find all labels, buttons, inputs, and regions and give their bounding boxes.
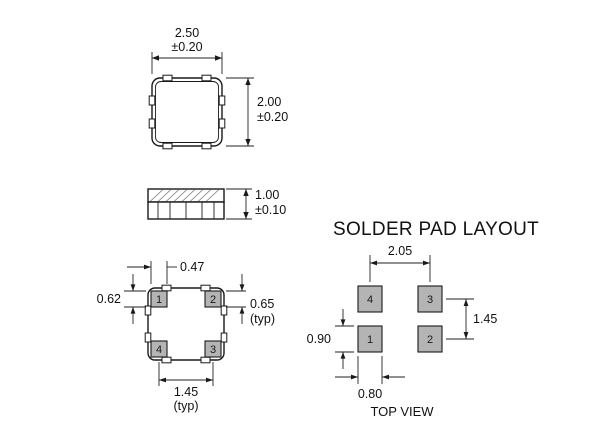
dimension-bottom-pad-height-left: 0.62	[97, 274, 146, 324]
castellation-tab	[162, 142, 173, 150]
dimension-solder-pad-height: 0.90	[307, 309, 354, 369]
dim-pad-height-left-value: 0.62	[97, 292, 121, 306]
arrowhead	[463, 332, 469, 339]
dimension-body-width: 2.50 ±0.20	[151, 26, 223, 74]
dim-solder-pad-width-value: 0.80	[358, 387, 382, 401]
arrowhead	[159, 377, 166, 383]
package-bottom-view: 1 2 4 3 0.47 0.62	[97, 260, 275, 413]
dim-width-tolerance: ±0.20	[171, 40, 202, 54]
dim-pad-height-right-qualifier: (typ)	[250, 312, 275, 326]
bottom-pad-3	[204, 340, 222, 358]
solder-pad-layout-title: SOLDER PAD LAYOUT	[333, 219, 539, 240]
dim-width-value: 2.50	[175, 26, 199, 40]
solder-pad-1	[357, 325, 383, 353]
arrowhead	[130, 307, 136, 314]
package-side-view: 1.00 ±0.10	[147, 188, 286, 220]
dim-height-value: 2.00	[257, 95, 281, 109]
dim-side-height-value: 1.00	[255, 188, 279, 202]
castellation-tab	[144, 305, 152, 316]
arrowhead	[243, 189, 249, 196]
arrowhead	[245, 139, 251, 146]
bottom-pad-1-number: 1	[156, 294, 162, 306]
castellation-tab	[148, 118, 156, 129]
bottom-pad-2	[204, 290, 222, 308]
solder-pad-2-number: 2	[427, 334, 433, 346]
dim-horizontal-pitch-value: 2.05	[388, 244, 412, 258]
hatch-line	[189, 189, 204, 202]
castellation-tab	[218, 118, 226, 129]
hatch-line	[205, 189, 220, 202]
arrowhead	[130, 284, 136, 291]
dim-solder-pad-height-value: 0.90	[307, 332, 331, 346]
dim-pad-width-value: 0.47	[180, 260, 204, 274]
arrowhead	[340, 352, 346, 359]
castellation-tab	[200, 356, 211, 364]
solder-pad-layout: SOLDER PAD LAYOUT 4 3 1 2 2.05 1.45	[307, 219, 539, 419]
castellation-tab	[200, 284, 211, 292]
solder-pad-1-number: 1	[367, 334, 373, 346]
bottom-pad-1	[150, 290, 168, 308]
dimension-body-height: 2.00 ±0.20	[226, 77, 288, 147]
arrowhead	[245, 78, 251, 85]
solder-pad-3-number: 3	[427, 294, 433, 306]
castellation-tab	[148, 95, 156, 106]
castellation-tab	[161, 284, 172, 292]
dimension-side-height: 1.00 ±0.10	[226, 188, 286, 220]
bottom-pad-4-number: 4	[156, 344, 162, 356]
dim-side-height-tolerance: ±0.10	[255, 203, 286, 217]
dim-pad-height-right-value: 0.65	[250, 297, 274, 311]
bottom-pad-2-number: 2	[210, 294, 216, 306]
dimension-solder-vertical-pitch: 1.45	[446, 298, 497, 340]
top-view-caption: TOP VIEW	[370, 404, 434, 419]
castellation-tab	[201, 142, 212, 150]
hatch-line	[149, 189, 164, 202]
castellation-tab	[201, 74, 212, 82]
castellation-tab	[144, 332, 152, 343]
hatch-line	[165, 189, 180, 202]
castellation-tab	[161, 356, 172, 364]
package-top-view: 2.50 ±0.20 2.00 ±0.20	[148, 26, 288, 150]
hatch-line	[197, 189, 212, 202]
hatch-line	[181, 189, 196, 202]
dim-pad-pitch-qualifier: (typ)	[174, 399, 199, 413]
castellation-tab	[220, 305, 228, 316]
dim-height-tolerance: ±0.20	[257, 110, 288, 124]
dimension-bottom-pad-pitch: 1.45 (typ)	[158, 362, 214, 413]
castellation-tab	[162, 74, 173, 82]
arrowhead	[423, 260, 430, 266]
solder-pad-4	[357, 285, 383, 313]
arrowhead	[239, 284, 245, 291]
dim-vertical-pitch-value: 1.45	[473, 312, 497, 326]
arrowhead	[340, 319, 346, 326]
solder-pad-2	[417, 325, 443, 353]
dimension-solder-horizontal-pitch: 2.05	[369, 244, 431, 282]
arrowhead	[382, 374, 389, 380]
bottom-pad-3-number: 3	[210, 344, 216, 356]
solder-pad-4-number: 4	[367, 294, 373, 306]
arrowhead	[239, 307, 245, 314]
arrowhead	[370, 260, 377, 266]
hatch-line	[173, 189, 188, 202]
arrowhead	[351, 374, 358, 380]
arrowhead	[463, 299, 469, 306]
dimension-bottom-pad-height-right: 0.65 (typ)	[226, 274, 275, 326]
hatch-line	[157, 189, 172, 202]
castellation-tab	[218, 95, 226, 106]
castellation-tab	[220, 332, 228, 343]
bottom-pad-4	[150, 340, 168, 358]
dimension-solder-pad-width: 0.80	[335, 356, 405, 401]
arrowhead	[206, 377, 213, 383]
package-lid-seam	[155, 81, 219, 143]
arrowhead	[144, 264, 151, 270]
dim-pad-pitch-value: 1.45	[174, 385, 198, 399]
dimension-bottom-pad-width: 0.47	[127, 260, 204, 284]
package-body-outline	[151, 77, 223, 147]
solder-pad-3	[417, 285, 443, 313]
arrowhead	[152, 55, 159, 61]
arrowhead	[215, 55, 222, 61]
arrowhead	[243, 212, 249, 219]
